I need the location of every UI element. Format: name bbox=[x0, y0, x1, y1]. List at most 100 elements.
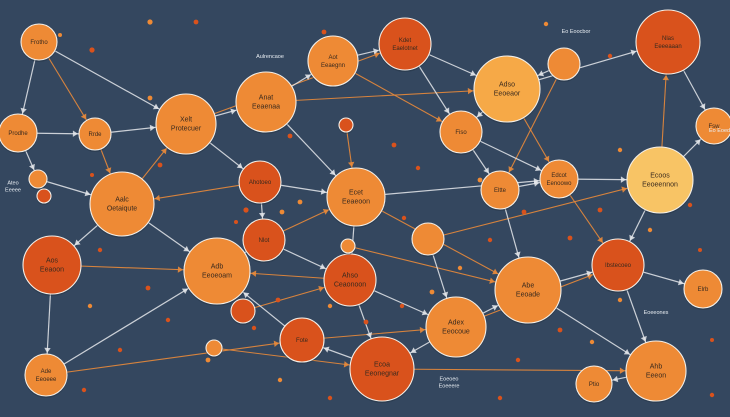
edge-orange-arrowhead bbox=[419, 326, 426, 334]
node-circle bbox=[279, 317, 325, 363]
node-label: Fiso bbox=[455, 130, 467, 136]
decorative-dot bbox=[698, 248, 702, 252]
node-n13[interactable]: Fiso bbox=[439, 110, 483, 155]
decorative-dot bbox=[277, 377, 283, 383]
node-n20[interactable]: Ibstecoeo bbox=[591, 238, 645, 293]
node-n32[interactable] bbox=[411, 222, 445, 257]
node-circle bbox=[36, 188, 52, 204]
edge-light-arrowhead bbox=[44, 347, 51, 354]
node-circle bbox=[24, 353, 68, 397]
edge-orange-arrowhead bbox=[543, 155, 550, 162]
node-label: Ptio bbox=[589, 382, 600, 388]
node-n33[interactable] bbox=[28, 169, 48, 190]
node-n25[interactable]: Fote bbox=[279, 317, 325, 364]
edge-orange-arrowhead bbox=[467, 87, 474, 95]
edge-orange-arrowhead bbox=[322, 208, 329, 215]
node-n19[interactable]: Nlot bbox=[242, 218, 286, 263]
node-n3[interactable]: Rrde bbox=[78, 117, 112, 152]
decorative-dot bbox=[287, 133, 293, 139]
decorative-dot bbox=[401, 215, 407, 221]
edge-light-arrowhead bbox=[20, 107, 27, 114]
node-n35[interactable] bbox=[230, 298, 256, 325]
node-label: Prodhe bbox=[8, 131, 28, 137]
edge-orange bbox=[265, 88, 508, 103]
node-n34[interactable] bbox=[36, 188, 52, 205]
free-label-f1: Aulrencaoe bbox=[256, 54, 284, 60]
edge-light-arrowhead bbox=[329, 169, 336, 176]
node-n12[interactable]: Ahotoeo bbox=[238, 160, 282, 205]
decorative-dot bbox=[147, 95, 153, 101]
node-n1[interactable]: Frotho bbox=[20, 23, 58, 62]
edge-light-arrowhead bbox=[469, 70, 476, 77]
edge-orange-arrowhead bbox=[273, 340, 280, 347]
node-circle bbox=[411, 222, 445, 256]
node-circle bbox=[338, 117, 354, 133]
node-n26[interactable]: Fsw bbox=[695, 107, 730, 146]
decorative-dot bbox=[687, 202, 693, 208]
node-n2[interactable]: Prodhe bbox=[0, 113, 38, 154]
node-n37[interactable] bbox=[205, 339, 223, 358]
edge-light-arrowhead bbox=[612, 375, 619, 383]
node-label: Nlot bbox=[259, 238, 270, 244]
node-n28[interactable]: Elrb bbox=[683, 269, 723, 310]
node-circle bbox=[494, 256, 562, 324]
edge-light-arrowhead bbox=[421, 309, 428, 316]
dots-layer bbox=[58, 19, 715, 401]
decorative-dot bbox=[243, 207, 249, 213]
decorative-dot bbox=[589, 339, 595, 345]
edge-light-arrowhead bbox=[181, 288, 188, 295]
node-circle bbox=[0, 113, 38, 153]
node-circle bbox=[539, 159, 579, 199]
node-circle bbox=[22, 235, 82, 295]
decorative-dot bbox=[327, 395, 333, 401]
edge-orange-arrowhead bbox=[160, 148, 167, 155]
decorative-dot bbox=[647, 227, 653, 233]
node-circle bbox=[78, 117, 112, 151]
node-n38[interactable] bbox=[340, 238, 356, 255]
node-n36[interactable] bbox=[338, 117, 354, 134]
decorative-dot bbox=[117, 347, 123, 353]
decorative-dot bbox=[89, 47, 95, 53]
edge-light-arrowhead bbox=[29, 163, 35, 170]
decorative-dot bbox=[391, 142, 397, 148]
node-n31[interactable] bbox=[547, 47, 581, 82]
decorative-dot bbox=[597, 207, 603, 213]
edge-orange-arrowhead bbox=[508, 166, 515, 173]
node-n30[interactable]: Ptio bbox=[575, 365, 613, 404]
node-n15[interactable]: Eltte bbox=[480, 170, 520, 211]
edge-light-arrowhead bbox=[319, 263, 326, 270]
edge-light-arrowhead bbox=[483, 167, 489, 174]
